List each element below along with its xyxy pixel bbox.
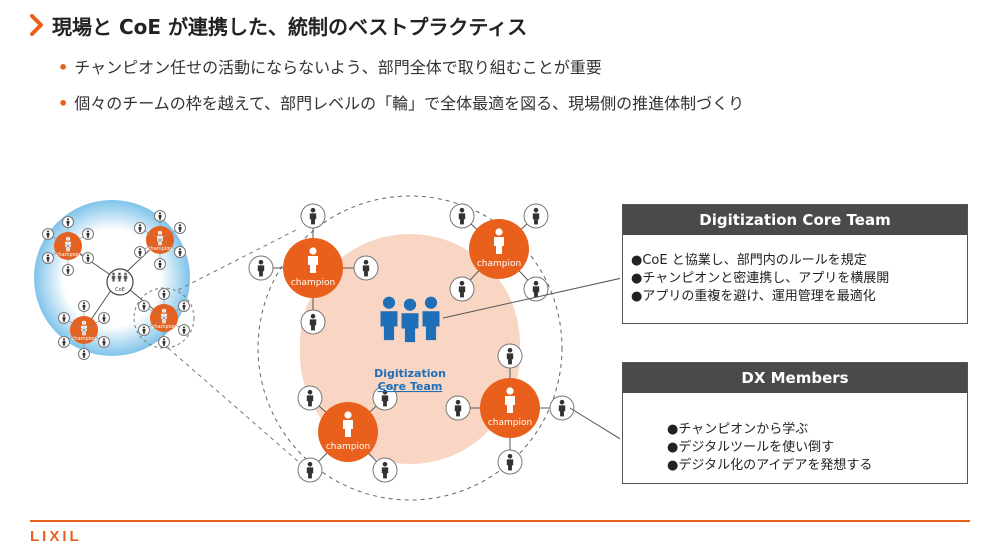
coe-node: CoE [106,268,134,296]
dx-members-box: DX Members ●チャンピオンから学ぶ ●デジタルツールを使い倒す ●デジ… [622,362,968,484]
member-node [372,457,398,483]
member-node [62,264,74,276]
member-node [523,203,549,229]
member-node [449,203,475,229]
champion-label: champion [488,418,532,428]
member-node [78,348,90,360]
champion-node: champion [480,378,540,438]
overview-cluster: champion champion champion champion CoE [34,200,195,360]
department-circle [257,195,563,501]
bullet-2: •個々のチームの枠を越えて、部門レベルの「輪」で全体最適を図る、現場側の推進体制… [58,94,745,113]
member-node [449,276,475,302]
member-node [58,336,70,348]
footer-divider [30,520,970,522]
organization-diagram: champion champion champion champion CoE … [34,195,620,501]
member-node [98,336,110,348]
svg-text:CoE: CoE [115,287,125,293]
member-node [42,228,54,240]
zoom-line [177,229,297,291]
champion-node: champion [318,402,378,462]
lixil-logo: LIXIL [30,528,82,545]
member-node [248,255,274,281]
overview-member-nodes [42,210,190,360]
champion-node: champion [469,219,529,279]
member-node [523,276,549,302]
champion-node: champion [283,238,343,298]
member-node [497,343,523,369]
core-team-box-header: Digitization Core Team [623,205,967,235]
core-team-label-1: Digitization [374,367,446,380]
dx-members-item: ●チャンピオンから学ぶ [667,422,809,437]
core-team-box: Digitization Core Team ●CoE と協業し、部門内のルール… [622,204,968,324]
member-node [134,246,146,258]
champion-label: champion [326,442,370,452]
champion-label: champion [477,259,521,269]
zoom-source-circle [133,287,195,349]
member-node [297,457,323,483]
member-node [138,324,150,336]
member-node [98,312,110,324]
member-node [178,324,190,336]
member-node [178,300,190,312]
member-node [78,300,90,312]
member-node [154,210,166,222]
member-node [154,258,166,270]
core-team-item: ●アプリの重複を避け、運用管理を最適化 [631,289,876,304]
member-node [82,252,94,264]
dx-members-item: ●デジタル化のアイデアを発想する [667,458,873,473]
champion-groups: champion champion champion champion [248,203,575,483]
member-node [158,288,170,300]
member-node [297,385,323,411]
core-team-label-2: Core Team [378,380,443,393]
core-team-icon [380,296,440,343]
bullet-1: •チャンピオン任せの活動にならないよう、部門全体で取り組むことが重要 [58,58,602,77]
champion-label: champion [291,278,335,288]
member-node [300,309,326,335]
member-node [58,312,70,324]
member-node [445,395,471,421]
member-node [372,385,398,411]
member-node [353,255,379,281]
dx-members-box-header: DX Members [623,363,967,393]
member-node [62,216,74,228]
dx-members-item: ●デジタルツールを使い倒す [667,440,835,455]
member-node [138,300,150,312]
member-node [174,222,186,234]
member-node [82,228,94,240]
page-title: 現場と CoE が連携した、統制のベストプラクティス [52,15,528,39]
member-node [42,252,54,264]
member-node [174,246,186,258]
member-node [300,203,326,229]
member-node [497,449,523,475]
member-node [158,336,170,348]
connector-line-dx [569,407,620,440]
core-team-item: ●チャンピオンと密連携し、アプリを横展開 [631,271,890,286]
chevron-right-icon [30,14,43,36]
member-node [134,222,146,234]
core-team-item: ●CoE と協業し、部門内のルールを規定 [631,253,867,268]
zoom-line [167,347,309,471]
connector-line-core [442,277,620,319]
member-node [549,395,575,421]
